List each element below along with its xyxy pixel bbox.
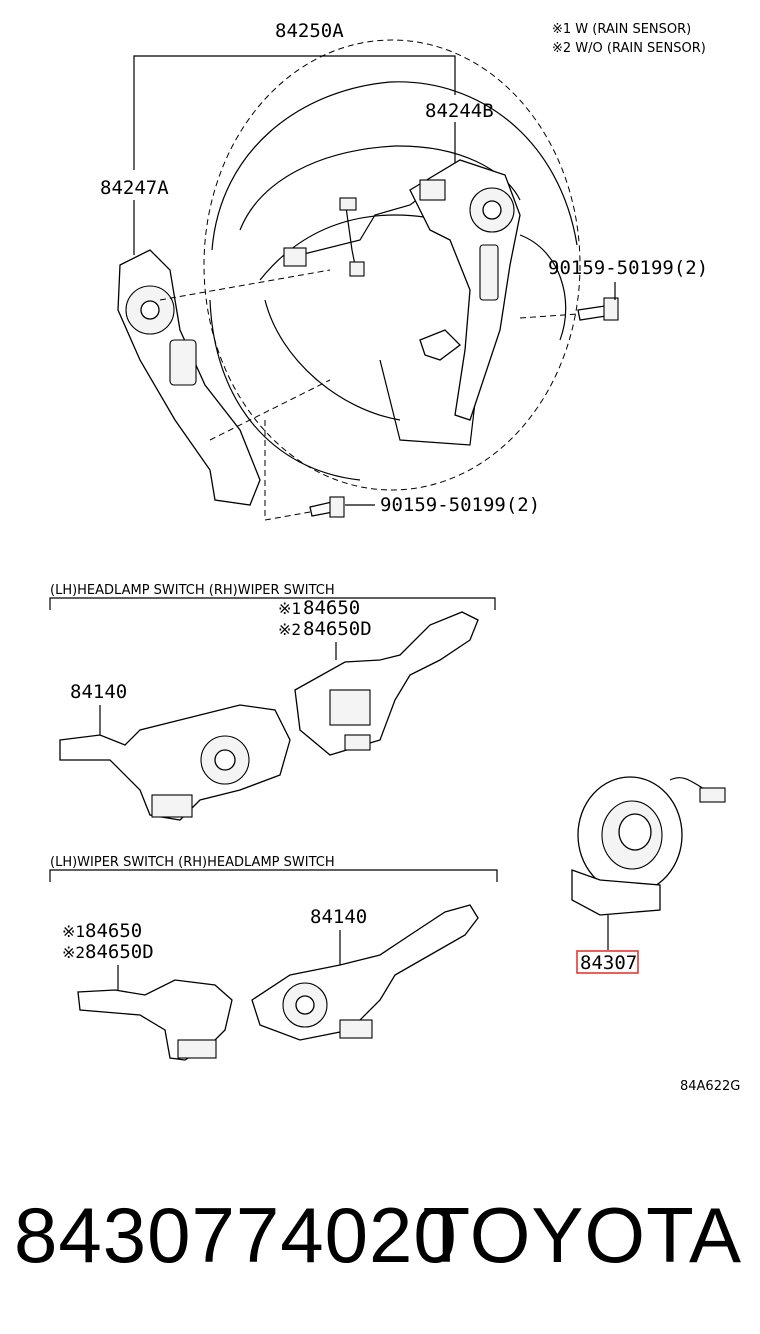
s2-mark-2: ※2 [62,943,85,962]
spiral-cable-illustration [571,776,726,916]
label-screw-top: 90159-50199(2) [548,257,708,279]
part-number: 8430774020 [14,1191,458,1279]
s1-headlamp-switch [59,704,291,821]
section1-title: (LH)HEADLAMP SWITCH (RH)WIPER SWITCH [50,583,335,598]
note-rain-sensor-without: ※2 W/O (RAIN SENSOR) [552,41,706,56]
section2-bracket [49,869,498,882]
section1-bracket [49,597,496,610]
s1-mark-1: ※1 [278,599,301,618]
label-screw-bottom: 90159-50199(2) [380,494,540,516]
steering-wheel-illustration [203,39,581,491]
label-s1-wiper-a: 84650 [303,597,360,619]
s1-mark-2: ※2 [278,620,301,639]
section2-title: (LH)WIPER SWITCH (RH)HEADLAMP SWITCH [50,855,335,870]
screw-bottom-illustration [264,420,345,521]
label-steering-wheel: 84250A [275,20,344,42]
s2-wiper-switch [77,979,233,1061]
s2-headlamp-switch [251,904,479,1041]
footer: 8430774020 TOYOTA [0,1180,760,1290]
note-rain-sensor-with: ※1 W (RAIN SENSOR) [552,22,691,37]
label-s2-wiper-a: 84650 [85,920,142,942]
screw-top-illustration [519,297,619,321]
steering-switch-left [117,249,331,506]
label-s1-headlamp: 84140 [70,681,127,703]
label-switch-right: 84244B [425,100,494,122]
label-switch-left: 84247A [100,177,169,199]
diagram-code: 84A622G [680,1079,740,1094]
label-s1-wiper-b: 84650D [303,618,372,640]
label-s2-headlamp: 84140 [310,906,367,928]
brand-name: TOYOTA [422,1191,742,1279]
s2-mark-1: ※1 [62,922,85,941]
steering-switch-right [409,159,521,421]
label-spiral-cable: 84307 [580,952,637,974]
highlight-box-spiral-cable [576,950,639,974]
s1-wiper-switch [294,611,479,756]
label-s2-wiper-b: 84650D [85,941,154,963]
leader-steering-wheel [133,55,456,170]
